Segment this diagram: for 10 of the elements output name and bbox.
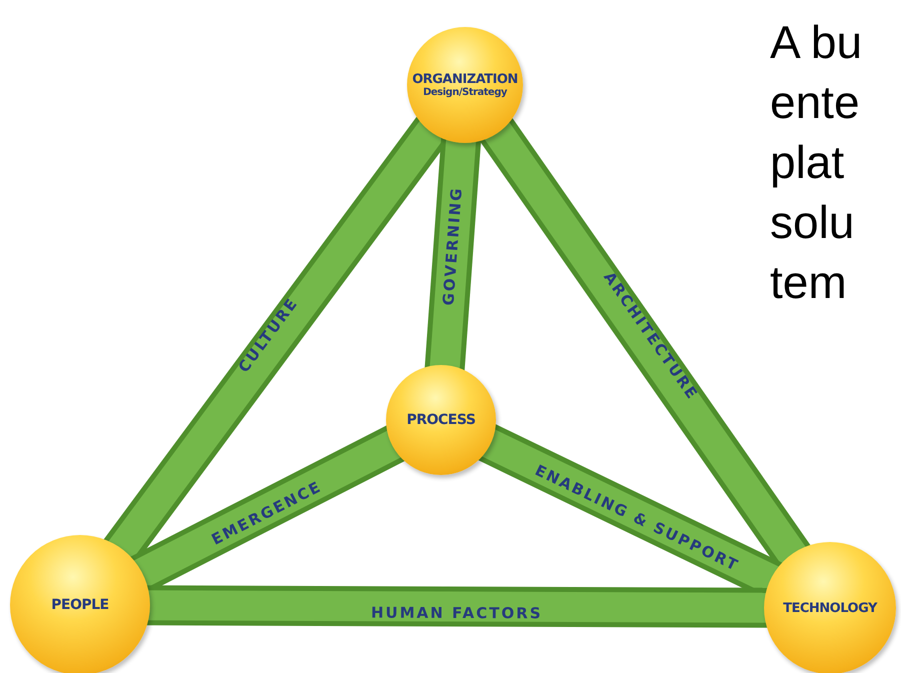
node-title: TECHNOLOGY [783, 600, 877, 616]
edge-label: HUMAN FACTORS [370, 603, 542, 622]
node-title: PROCESS [406, 412, 476, 428]
edge-label: GOVERNING [440, 186, 466, 306]
body-text: A bu ente plat solu tem [770, 15, 864, 310]
sphere-node [407, 27, 523, 143]
node-subtitle: Design/Strategy [423, 87, 507, 98]
node-title: ORGANIZATION [412, 72, 518, 87]
node-title: PEOPLE [51, 597, 109, 613]
connector-bar [424, 136, 482, 372]
